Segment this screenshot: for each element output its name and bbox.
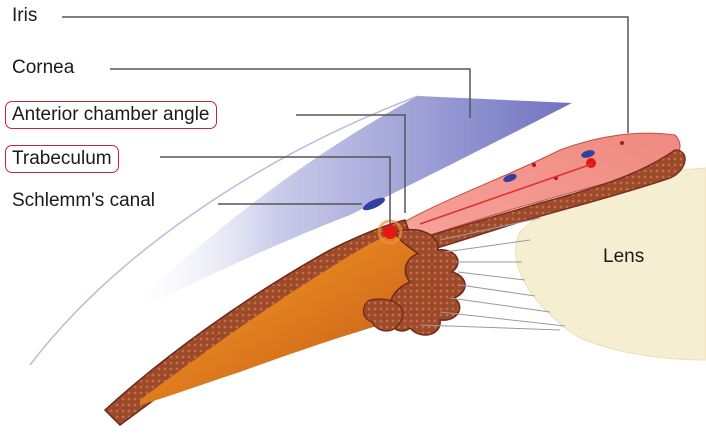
trabeculum-highlight: [383, 225, 397, 239]
iris-dot-1: [532, 163, 536, 167]
ciliary-processes: [389, 229, 466, 336]
trabeculum-label: Trabeculum: [5, 145, 119, 173]
zonular-fibers: [419, 217, 566, 331]
lens-label: Lens: [603, 246, 645, 267]
leader-anterior-chamber-angle: [296, 114, 406, 213]
leader-trabeculum: [160, 156, 391, 225]
iris-label: Iris: [12, 5, 38, 26]
iris-red-spot: [586, 158, 596, 168]
ciliary-body: [140, 232, 428, 405]
leader-cornea: [110, 68, 471, 118]
iris-vessel-2: [581, 150, 595, 158]
schlemms-canal-label: Schlemm's canal: [12, 190, 156, 211]
iris-red-vessel: [419, 163, 593, 225]
cornea-label: Cornea: [12, 57, 75, 78]
iris-pigment-layer: [399, 149, 686, 259]
cornea-outer-line: [29, 95, 419, 366]
leader-iris: [62, 16, 629, 133]
schlemms-canal-shape: [362, 197, 386, 211]
anterior-chamber-angle-label: Anterior chamber angle: [5, 101, 217, 129]
cornea-wedge: [120, 96, 572, 318]
iris-dot-3: [620, 141, 624, 145]
iris-vessel-1: [503, 173, 517, 183]
leader-lines: [62, 16, 629, 225]
ciliary-process-lower: [362, 298, 404, 332]
